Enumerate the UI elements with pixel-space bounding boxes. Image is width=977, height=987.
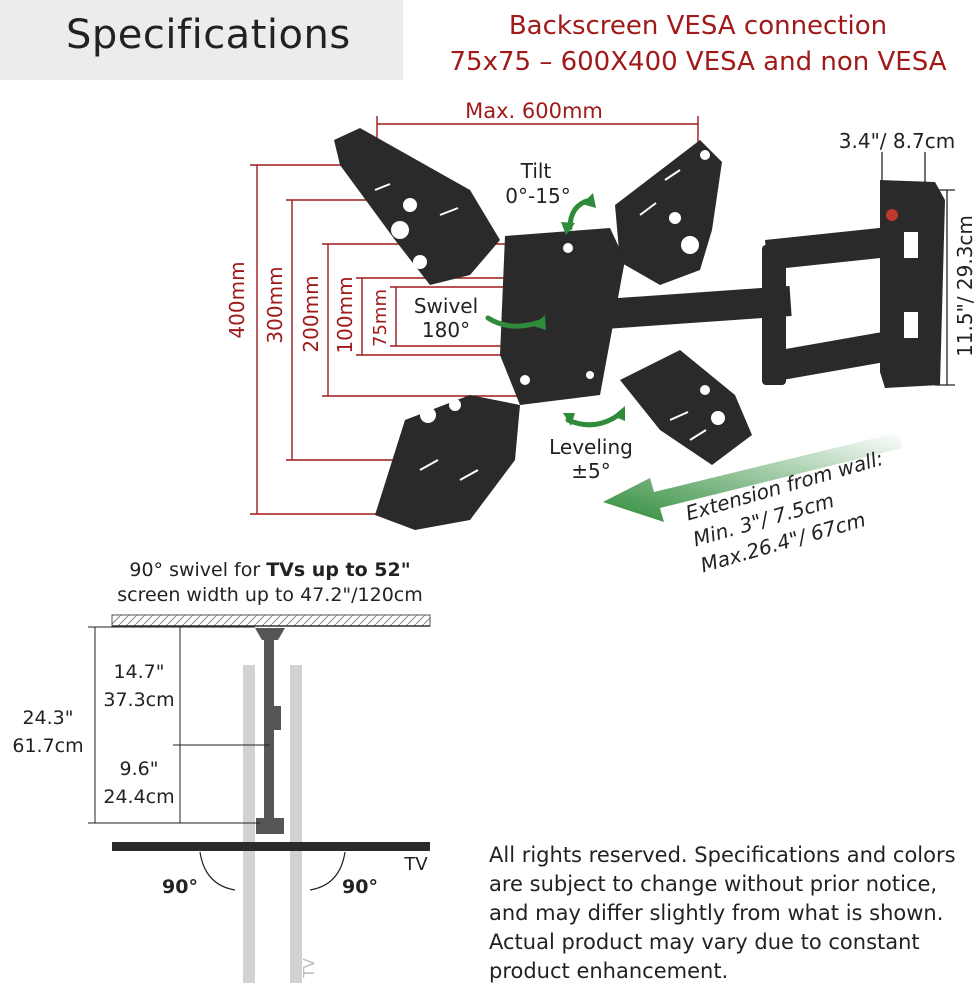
side-lower-cm: 24.4cm	[103, 786, 174, 808]
rights-notice: All rights reserved. Specifications and …	[489, 843, 956, 983]
depth-label: 3.4"/ 8.7cm	[839, 129, 955, 153]
wing-top-right	[615, 140, 722, 285]
angle-right: 90°	[342, 876, 378, 898]
plate-height-label: 11.5"/ 29.3cm	[953, 215, 977, 357]
vesa-line1: Backscreen VESA connection	[508, 11, 888, 41]
tv-label: TV	[403, 854, 428, 875]
arm-upper	[764, 224, 918, 270]
swivel-arrow	[485, 315, 543, 329]
mount-bracket	[334, 128, 945, 530]
angle-left: 90°	[162, 876, 198, 898]
height-200-label: 200mm	[299, 275, 323, 352]
side-mount	[255, 628, 285, 834]
caption-prefix: 90° swivel for	[129, 559, 267, 581]
angle-arcs	[199, 851, 346, 891]
tv-label-rotated: TV	[300, 958, 318, 979]
swivel-value: 180°	[422, 318, 470, 342]
tilt-label: Tilt	[520, 159, 552, 183]
brand-dot	[886, 209, 898, 221]
arm-joint	[762, 245, 786, 385]
arrow-heads	[533, 193, 625, 426]
max-width-label: Max. 600mm	[465, 99, 603, 123]
vesa-heading: Backscreen VESA connection 75x75 – 600X4…	[420, 8, 976, 80]
wing-bottom-right	[620, 350, 752, 465]
height-100-label: 100mm	[333, 276, 357, 353]
side-upper-in: 14.7"	[113, 661, 164, 683]
height-300-label: 300mm	[263, 266, 287, 343]
side-total-in: 24.3"	[22, 707, 73, 729]
bracket-holes	[391, 150, 918, 425]
leveling-arrow	[565, 411, 623, 428]
height-400-label: 400mm	[225, 261, 249, 338]
page-title: Specifications	[66, 12, 351, 58]
swivel-caption: 90° swivel for TVs up to 52" screen widt…	[60, 558, 480, 608]
leveling-value: ±5°	[571, 459, 610, 483]
side-lower-in: 9.6"	[120, 758, 159, 780]
caption-bold: TVs up to 52"	[266, 559, 411, 581]
swivel-label: Swivel	[414, 294, 478, 318]
caption-line2: screen width up to 47.2"/120cm	[117, 584, 423, 606]
wall-plate	[880, 180, 945, 388]
center-plate	[500, 228, 625, 405]
tv-panel	[112, 842, 430, 851]
ceiling	[111, 614, 431, 627]
leveling-label: Leveling	[549, 435, 633, 459]
header-band	[0, 0, 403, 80]
extension-arrow	[603, 432, 902, 522]
vesa-line2: 75x75 – 600X400 VESA and non VESA	[449, 47, 947, 77]
side-upper-cm: 37.3cm	[103, 689, 174, 711]
tilt-value: 0°-15°	[505, 184, 570, 208]
wing-top-left	[334, 128, 500, 285]
bracket-slots	[374, 169, 707, 481]
side-dimension-lines	[88, 626, 270, 824]
wing-bottom-left	[375, 395, 520, 530]
height-75-label: 75mm	[370, 289, 391, 347]
arm-lower	[590, 286, 792, 330]
side-total-cm: 61.7cm	[12, 735, 83, 757]
